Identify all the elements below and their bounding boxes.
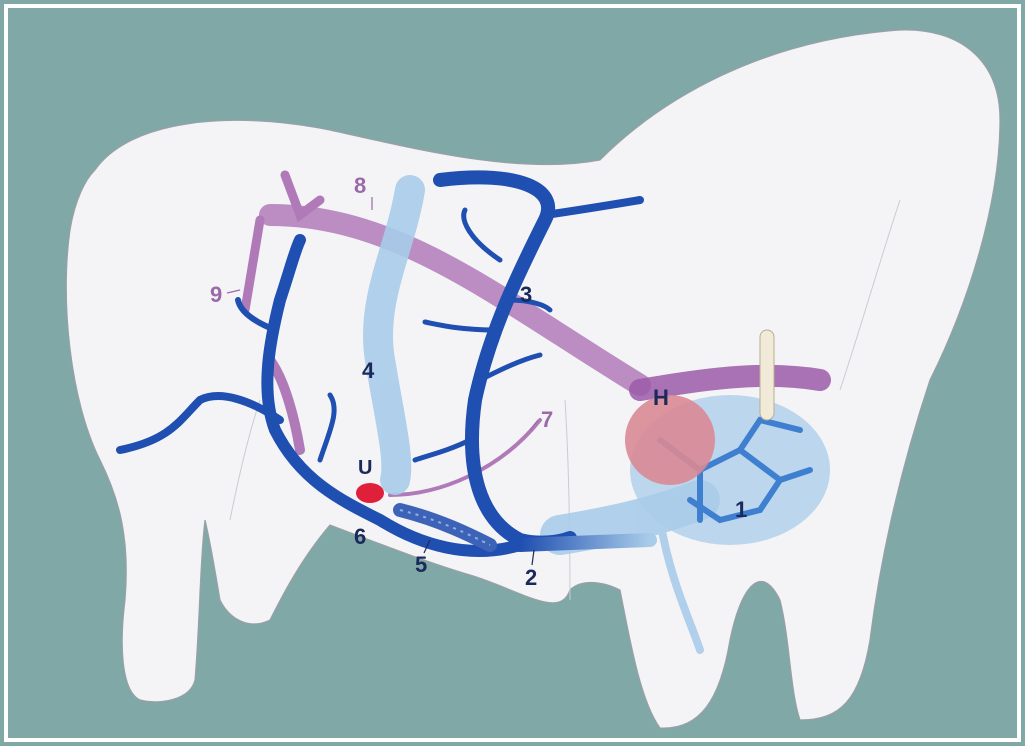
label-1: 1 (735, 497, 747, 522)
label-heart: H (653, 385, 669, 410)
label-5: 5 (415, 552, 427, 577)
label-umbilicus: U (358, 457, 372, 479)
label-8: 8 (354, 173, 366, 198)
label-3: 3 (520, 282, 532, 307)
label-7: 7 (541, 407, 553, 432)
label-4: 4 (362, 358, 375, 383)
label-6: 6 (354, 524, 366, 549)
label-9: 9 (210, 282, 222, 307)
label-2: 2 (525, 565, 537, 590)
umbilicus (356, 483, 384, 503)
